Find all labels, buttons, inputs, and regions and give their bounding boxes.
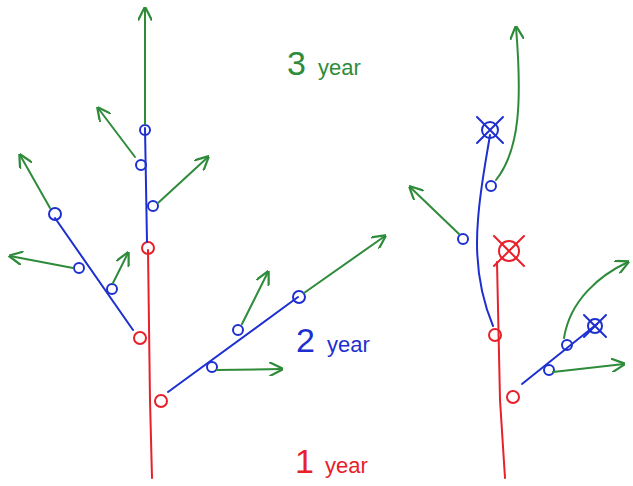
pruned-stem	[489, 236, 524, 478]
three-year-shoots	[10, 8, 385, 370]
one-year-stem	[134, 242, 167, 478]
age-label: year	[318, 57, 361, 79]
age-label-wrap: year	[318, 57, 361, 79]
age-label: year	[327, 334, 370, 356]
age-label: 2	[296, 323, 315, 357]
age-label-wrap: year	[327, 334, 370, 356]
two-year-branches	[49, 125, 305, 392]
age-label-wrap: 2	[296, 323, 315, 357]
age-label-wrap: year	[325, 455, 368, 477]
age-label: 1	[295, 444, 314, 478]
age-label-wrap: 1	[295, 444, 314, 478]
pruned-branches	[458, 117, 606, 384]
age-label: year	[325, 455, 368, 477]
pruned-shoots	[410, 27, 628, 372]
age-label: 3	[287, 46, 306, 80]
age-label-wrap: 3	[287, 46, 306, 80]
